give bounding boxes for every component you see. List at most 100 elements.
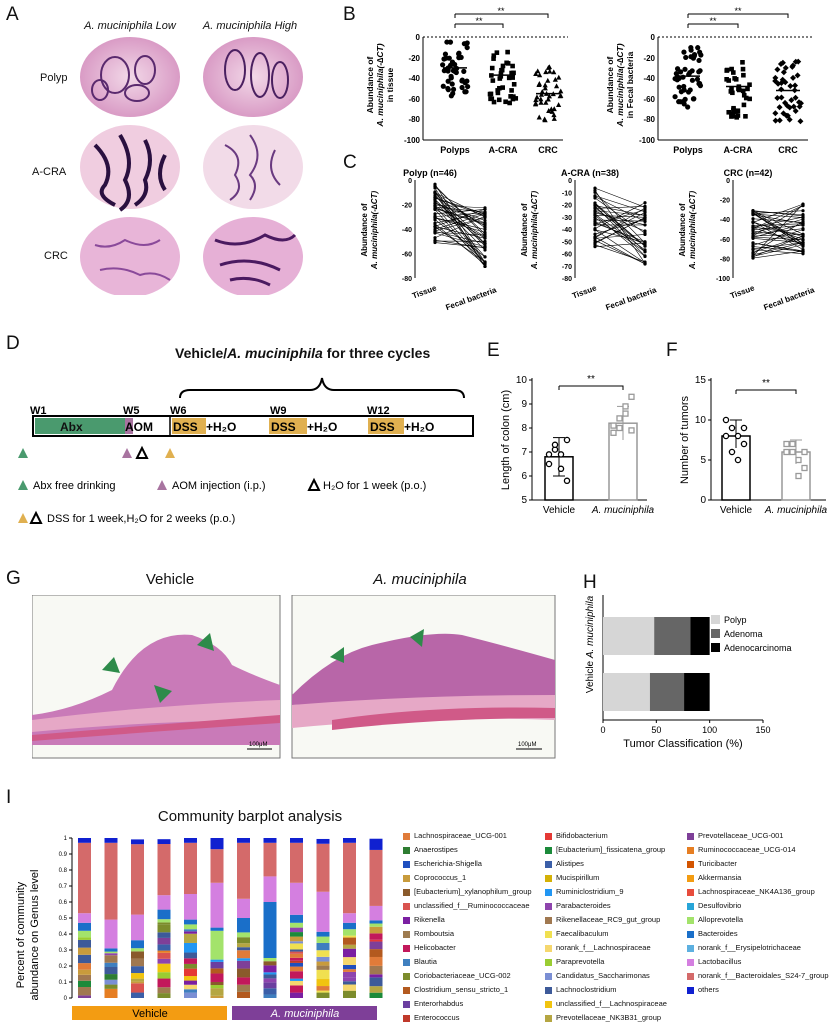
c-point [593, 190, 597, 194]
e-point [628, 393, 635, 400]
c-ytick: -40 [720, 217, 730, 224]
b-left-point [556, 74, 562, 80]
b-right-point [792, 94, 799, 101]
b-right-point [736, 87, 742, 93]
histo-crc-low [80, 217, 180, 295]
i-legend-swatch [403, 916, 410, 924]
b-left-point [464, 78, 470, 84]
b-l-sig-2: ** [475, 16, 483, 26]
g-title-left: Vehicle [145, 571, 195, 588]
c-point [593, 209, 597, 213]
e-ytick: 6 [521, 471, 527, 482]
b-r-cat-1: A-CRA [724, 145, 753, 155]
i-bar-seg [184, 933, 197, 943]
i-bar-seg [104, 988, 118, 998]
c-pair-line [434, 192, 486, 228]
i-bar-seg [290, 992, 303, 998]
i-legend-swatch [687, 846, 694, 854]
i-legend-item: Rikenella [403, 915, 445, 924]
i-bar-seg [290, 960, 303, 963]
i-bar-seg [343, 838, 356, 843]
row-label-crc: CRC [44, 250, 68, 262]
i-bar-seg [237, 968, 250, 978]
h-ycat-0: Vehicle [585, 660, 596, 693]
b-left-point [495, 90, 501, 96]
e-ytick: 5 [521, 495, 527, 506]
b-left-point [490, 78, 496, 83]
b-right-point [786, 116, 793, 123]
b-left-point [491, 99, 497, 105]
i-bar-seg [343, 981, 356, 985]
b-left-point [496, 97, 502, 103]
e-point [610, 429, 617, 436]
b-l-ytick-3: -60 [408, 95, 420, 104]
i-bar-seg [316, 942, 330, 951]
panel-label-e: E [487, 340, 500, 361]
i-legend-label: Enterococcus [414, 1013, 460, 1022]
i-bar-seg [343, 977, 356, 982]
i-legend-label: Coprococcus_1 [414, 873, 467, 882]
i-legend-item: norank_f__Bacteroidales_S24-7_group [687, 971, 829, 980]
panel-label-f: F [666, 340, 678, 361]
i-bar-seg [263, 965, 277, 973]
i-legend-swatch [403, 930, 410, 938]
b-right-point [772, 74, 779, 81]
row-label-polyp: Polyp [40, 72, 68, 84]
i-legend-swatch [545, 986, 552, 994]
i-bar-seg [369, 992, 383, 998]
i-legend-label: unclassified_f__Ruminococcaceae [414, 901, 530, 910]
i-bar-seg [184, 958, 197, 964]
panel-label-i: I [6, 787, 12, 808]
d-week-6: W6 [170, 405, 187, 417]
b-right-point [795, 99, 802, 106]
c-point [593, 228, 597, 232]
i-legend-swatch [545, 874, 552, 882]
i-legend-swatch [545, 1014, 552, 1022]
b-right-point [696, 69, 702, 75]
c-pair-line [752, 242, 804, 256]
b-left-point [543, 69, 549, 75]
e-point [616, 415, 623, 422]
c-pair-line [752, 224, 804, 231]
b-right-point [698, 52, 704, 58]
i-bar-seg [369, 849, 383, 906]
d-marker-abx [18, 448, 28, 458]
i-legend-label: Alistipes [556, 859, 584, 868]
i-ytick: 0.3 [59, 948, 68, 954]
c-pair-line [434, 192, 486, 218]
c-point [433, 238, 437, 242]
c-pair-line [752, 227, 804, 245]
panel-b-charts: Abundance of A. muciniphila(-∆CT) in tis… [365, 6, 813, 155]
i-bar-seg [316, 931, 330, 937]
e-ytick: 8 [521, 423, 527, 434]
g-scale-left: 100μM [249, 742, 267, 748]
i-bar-seg [237, 950, 250, 959]
i-bar-seg [237, 842, 250, 899]
i-bar-seg [263, 958, 277, 962]
b-left-point [491, 56, 496, 61]
i-legend-swatch [687, 972, 694, 980]
b-right-point [779, 59, 786, 66]
i-legend-label: Blautia [414, 957, 437, 966]
i-bar-seg [316, 961, 330, 966]
b-l-cat-1: A-CRA [489, 145, 518, 155]
i-bar-seg [157, 958, 171, 964]
b-left-point [542, 82, 548, 88]
c-point [593, 213, 597, 217]
i-bar-seg [131, 914, 144, 941]
i-bar-seg [210, 968, 224, 974]
i-legend-swatch [687, 832, 694, 840]
c-point [433, 227, 437, 231]
i-legend-swatch [687, 958, 694, 966]
b-r-sig-2: ** [709, 16, 717, 26]
i-bar-seg [104, 967, 118, 975]
i-legend-swatch [545, 888, 552, 896]
c-ylabel-1: Abundance of [360, 203, 369, 257]
f-point [728, 448, 736, 456]
d-week-5: W5 [123, 405, 140, 417]
b-right-point [680, 98, 686, 105]
e-point [557, 451, 565, 458]
e-point [622, 410, 629, 417]
i-bar-seg [290, 978, 303, 981]
